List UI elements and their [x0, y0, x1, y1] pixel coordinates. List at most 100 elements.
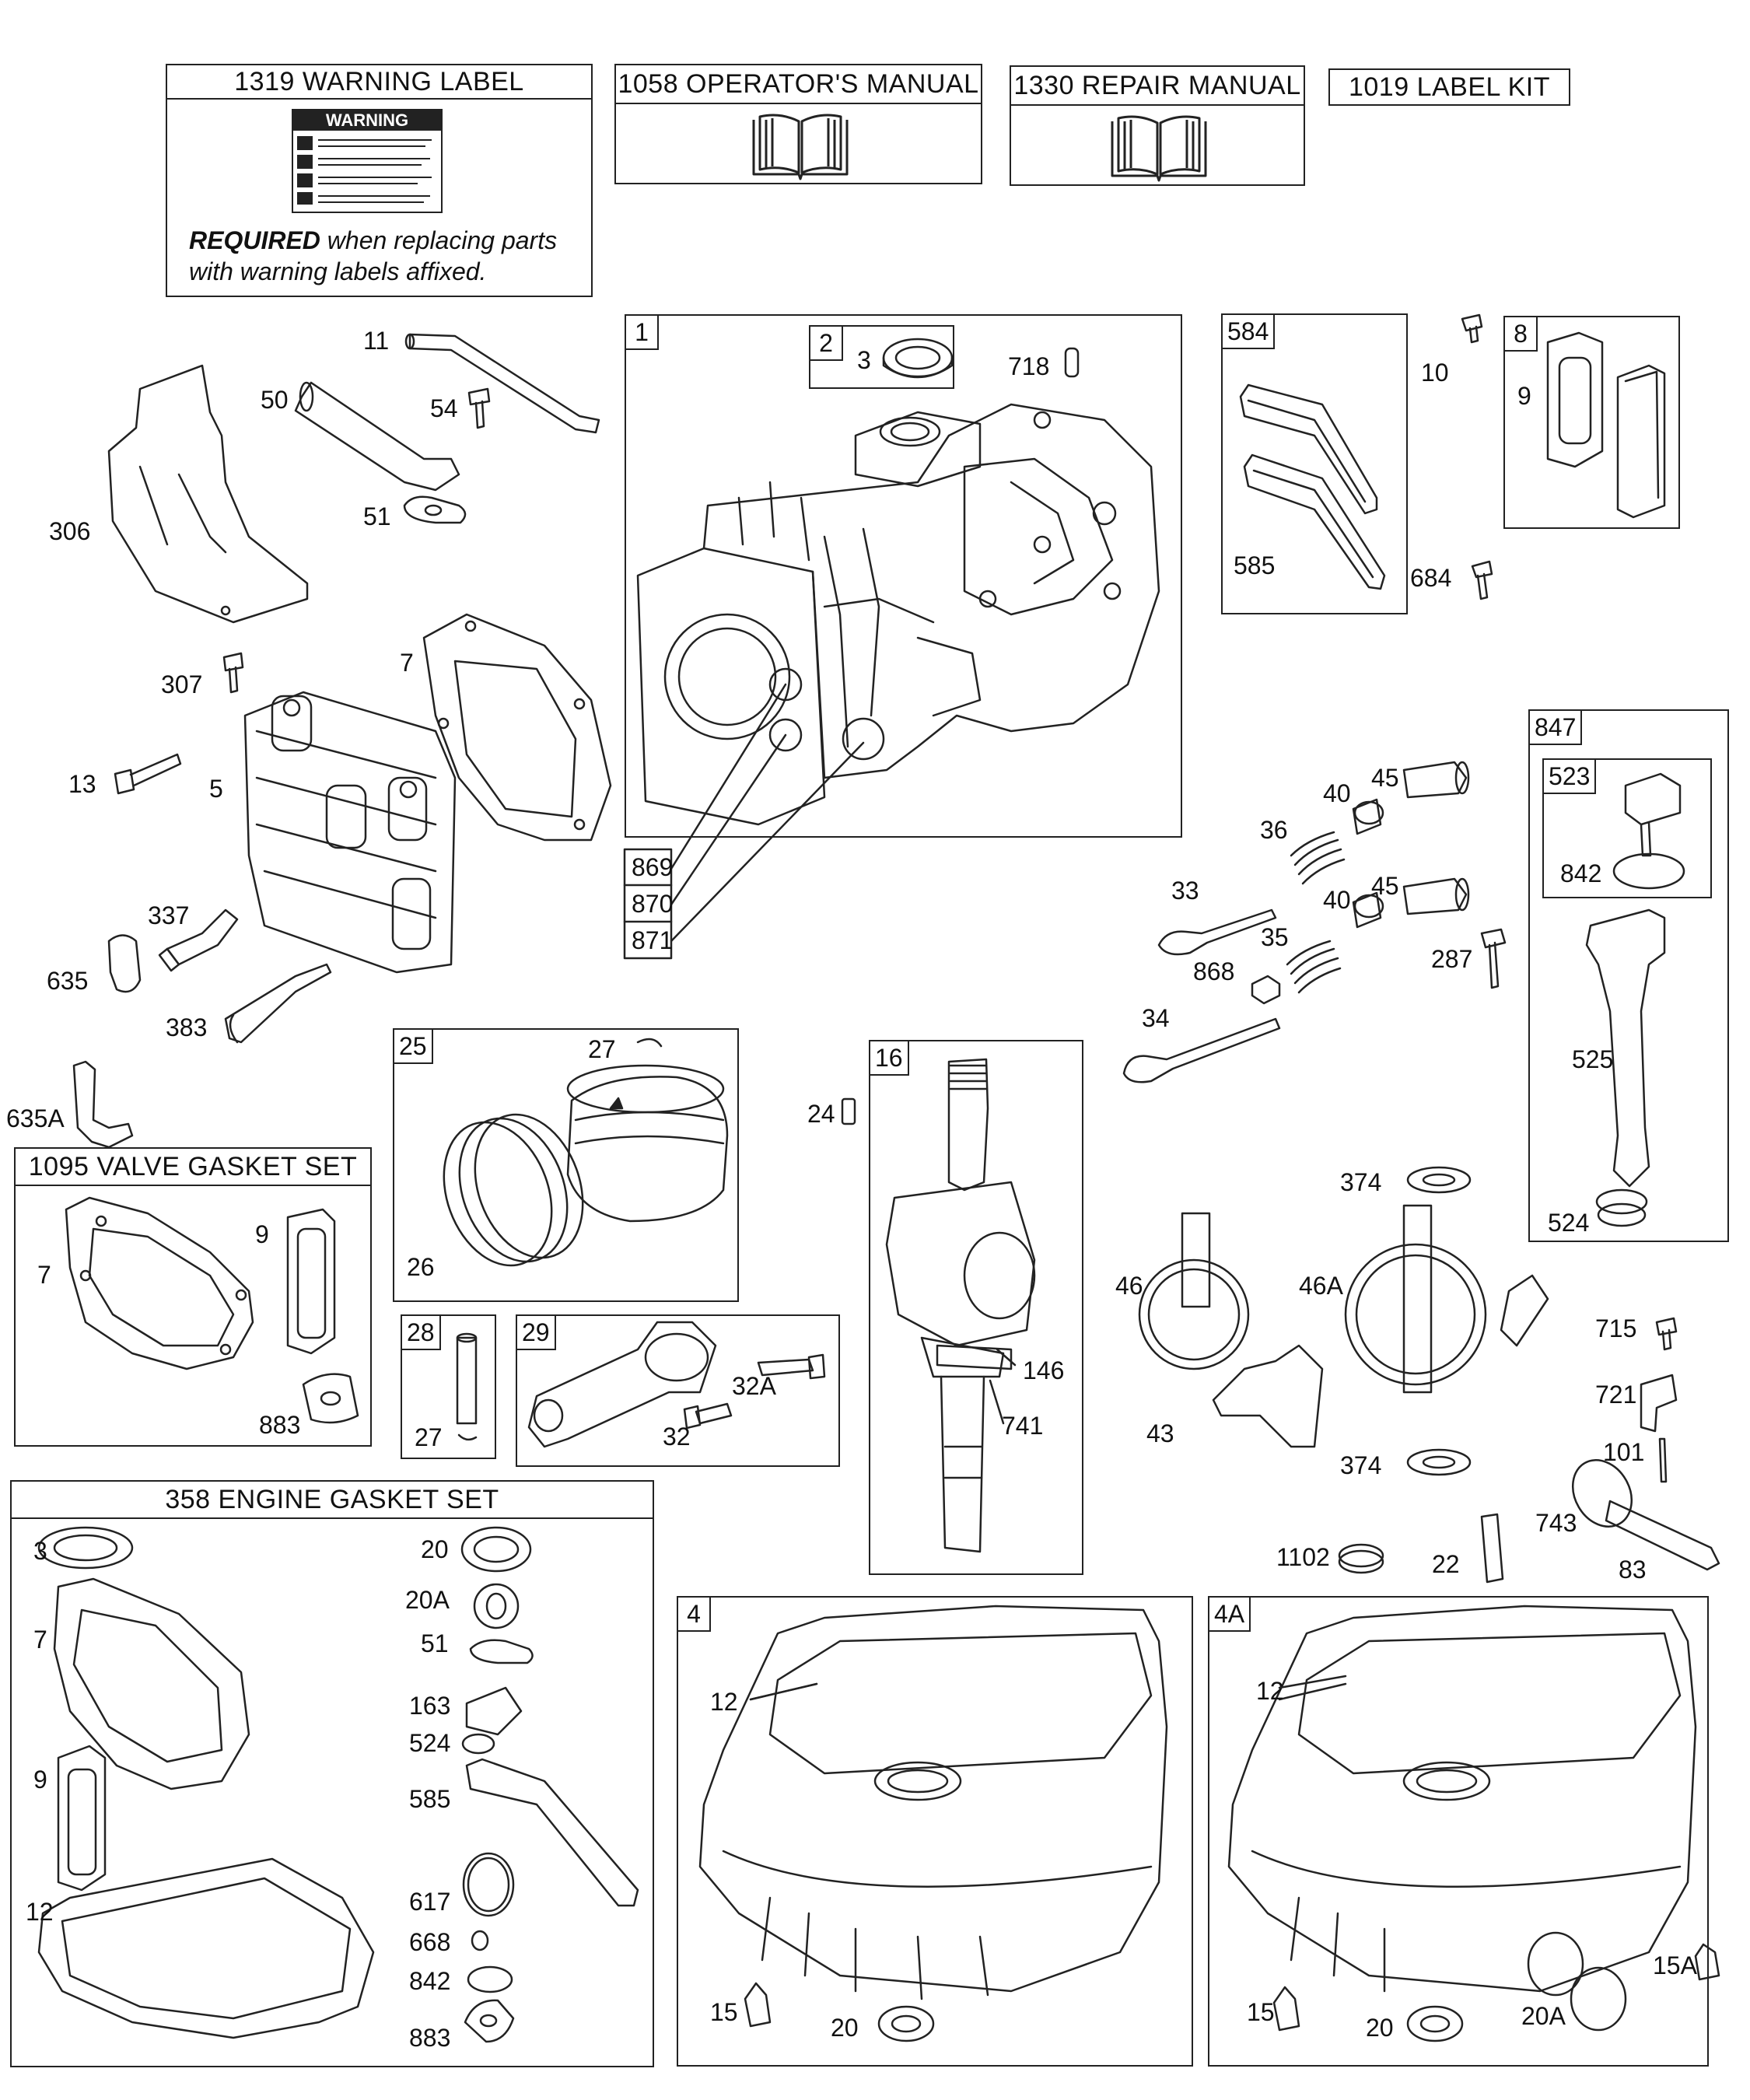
callout-721: 721 — [1595, 1381, 1637, 1409]
book-icon — [752, 114, 849, 180]
group-tag-28: 28 — [402, 1316, 441, 1350]
callout-27-pin: 27 — [415, 1423, 443, 1451]
callout-33: 33 — [1171, 877, 1199, 905]
callout-engine-set-51: 51 — [421, 1629, 449, 1657]
operators-manual-title: 1058 OPERATOR'S MANUAL — [616, 65, 981, 104]
callout-11: 11 — [363, 327, 390, 355]
book-icon — [1111, 115, 1207, 182]
callout-24: 24 — [807, 1100, 835, 1128]
group-tag-847: 847 — [1530, 711, 1583, 745]
callout-34: 34 — [1142, 1004, 1170, 1032]
operators-manual-box: 1058 OPERATOR'S MANUAL — [614, 64, 982, 184]
callout-51: 51 — [363, 502, 391, 530]
repair-manual-box: 1330 REPAIR MANUAL — [1010, 65, 1305, 186]
callout-869: 869 — [632, 853, 674, 881]
callout-valve-set-7: 7 — [37, 1261, 51, 1289]
callout-10: 10 — [1421, 359, 1449, 387]
callout-46a: 46A — [1299, 1272, 1343, 1300]
warning-label-box: 1319 WARNING LABEL WARNING REQUIRED when… — [166, 64, 593, 297]
group-box-29: 29 — [516, 1314, 840, 1467]
callout-524: 524 — [1548, 1209, 1590, 1237]
callout-146: 146 — [1023, 1356, 1065, 1384]
callout-715: 715 — [1595, 1314, 1637, 1342]
warning-note-bold: REQUIRED — [189, 226, 320, 254]
callout-7: 7 — [400, 649, 414, 677]
cylinder-block-drawing — [636, 403, 1160, 826]
callout-868: 868 — [1193, 957, 1235, 985]
callout-54: 54 — [430, 394, 458, 422]
callout-13: 13 — [68, 770, 96, 798]
callout-870: 870 — [632, 890, 674, 918]
group-tag-523: 523 — [1544, 760, 1597, 794]
callout-engine-set-9: 9 — [33, 1766, 47, 1794]
callout-45-lower: 45 — [1371, 872, 1399, 900]
callout-26: 26 — [407, 1253, 435, 1281]
group-box-2: 2 — [809, 325, 954, 389]
group-tag-16: 16 — [870, 1041, 909, 1076]
callout-3: 3 — [857, 346, 871, 374]
callout-374-upper: 374 — [1340, 1168, 1382, 1196]
callout-871: 871 — [632, 926, 674, 954]
callout-cover4a-12: 12 — [1256, 1677, 1284, 1705]
callout-525: 525 — [1572, 1045, 1614, 1073]
callout-43: 43 — [1146, 1419, 1174, 1447]
callout-valve-set-883: 883 — [259, 1411, 301, 1439]
callout-35: 35 — [1261, 923, 1289, 951]
callout-engine-set-668: 668 — [409, 1928, 451, 1956]
group-tag-29: 29 — [517, 1316, 556, 1350]
valve-gasket-set-box: 1095 VALVE GASKET SET — [14, 1147, 372, 1447]
group-tag-4: 4 — [678, 1598, 711, 1632]
callout-1102: 1102 — [1276, 1543, 1330, 1571]
callout-306: 306 — [49, 517, 91, 545]
warning-decal-heading: WARNING — [293, 110, 441, 131]
spring-36-drawing — [1290, 831, 1346, 885]
callout-50: 50 — [261, 386, 289, 414]
label-kit-title: 1019 LABEL KIT — [1348, 72, 1550, 102]
callout-635: 635 — [47, 967, 89, 995]
callout-40-lower: 40 — [1323, 886, 1351, 914]
callout-842: 842 — [1560, 859, 1602, 887]
callout-cover4a-20: 20 — [1366, 2014, 1394, 2042]
callout-cover4-15: 15 — [710, 1998, 738, 2026]
callout-engine-set-20: 20 — [421, 1535, 449, 1563]
callout-valve-set-9: 9 — [255, 1220, 269, 1248]
callout-engine-set-585: 585 — [409, 1785, 451, 1813]
group-box-25: 25 — [393, 1028, 739, 1302]
group-tag-1: 1 — [626, 316, 659, 350]
callout-45-upper: 45 — [1371, 764, 1399, 792]
label-kit-box: 1019 LABEL KIT — [1328, 68, 1570, 106]
group-box-28: 28 — [401, 1314, 496, 1459]
group-tag-8: 8 — [1505, 317, 1538, 352]
callout-40-upper: 40 — [1323, 779, 1351, 807]
callout-engine-set-842: 842 — [409, 1967, 451, 1995]
callout-cover4a-15: 15 — [1247, 1998, 1275, 2026]
callout-684: 684 — [1410, 564, 1452, 592]
warning-note-line2: with warning labels affixed. — [189, 257, 487, 285]
spring-35-drawing — [1286, 940, 1342, 994]
warning-label-title: 1319 WARNING LABEL — [167, 65, 591, 100]
engine-gasket-set-title: 358 ENGINE GASKET SET — [12, 1482, 653, 1519]
callout-22: 22 — [1432, 1550, 1460, 1578]
callout-cover4a-20a: 20A — [1521, 2002, 1566, 2030]
group-box-584: 584 — [1221, 313, 1408, 614]
group-tag-4a: 4A — [1209, 1598, 1251, 1632]
callout-383: 383 — [166, 1013, 208, 1041]
callout-287: 287 — [1431, 945, 1473, 973]
callout-36: 36 — [1260, 816, 1288, 844]
callout-cover4a-15a: 15A — [1653, 1951, 1697, 1979]
callout-stack-869-871 — [623, 848, 673, 960]
repair-manual-title: 1330 REPAIR MANUAL — [1011, 67, 1304, 106]
callout-cover4-12: 12 — [710, 1688, 738, 1716]
callout-718: 718 — [1008, 352, 1050, 380]
warning-note-line1: REQUIRED when replacing parts — [189, 225, 557, 256]
callout-engine-set-3: 3 — [33, 1537, 47, 1565]
callout-27: 27 — [588, 1035, 616, 1063]
warning-decal: WARNING — [292, 109, 443, 213]
callout-374-lower: 374 — [1340, 1451, 1382, 1479]
callout-101: 101 — [1603, 1438, 1645, 1466]
callout-engine-set-163: 163 — [409, 1692, 451, 1720]
group-tag-584: 584 — [1223, 315, 1276, 349]
